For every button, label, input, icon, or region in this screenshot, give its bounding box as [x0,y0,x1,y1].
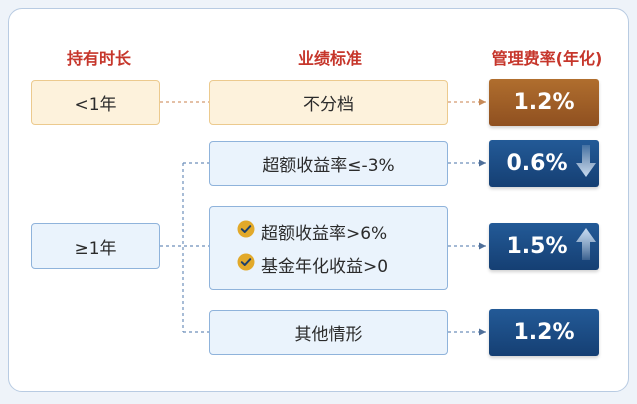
short-fee-box: 1.2% [489,79,599,126]
long-period-label: ≥1年 [74,238,117,259]
arrow-up-icon [576,227,596,266]
low-standard-label: 超额收益率≤-3% [262,156,395,176]
high-fee-box: 1.5% [489,223,599,270]
short-standard-label: 不分档 [303,95,354,115]
low-standard-box: 超额收益率≤-3% [209,141,448,186]
other-standard-label: 其他情形 [294,325,363,345]
other-fee-box: 1.2% [489,309,599,356]
other-standard-box: 其他情形 [209,310,448,355]
long-period-box: ≥1年 [31,223,160,269]
other-fee-value: 1.2% [513,320,575,345]
high-standard-text-2: 基金年化收益>0 [261,257,389,277]
short-standard-box: 不分档 [209,80,448,125]
high-standard-box: 超额收益率>6% 基金年化收益>0 [209,206,448,290]
header-management-fee: 管理费率(年化) [491,49,603,68]
header-holding-period: 持有时长 [66,49,131,68]
arrow-down-icon [576,144,596,183]
high-fee-value: 1.5% [506,234,568,259]
short-period-box: <1年 [31,80,160,125]
check-circle-icon [237,220,255,243]
high-standard-line-1: 超额收益率>6% [237,219,387,244]
short-fee-value: 1.2% [513,90,575,115]
low-fee-value: 0.6% [506,151,568,176]
short-period-label: <1年 [74,95,117,115]
header-performance-standard: 业绩标准 [297,49,362,68]
check-circle-icon [237,253,255,276]
high-standard-line-2: 基金年化收益>0 [237,252,388,277]
low-fee-box: 0.6% [489,140,599,187]
high-standard-text-1: 超额收益率>6% [261,224,388,244]
